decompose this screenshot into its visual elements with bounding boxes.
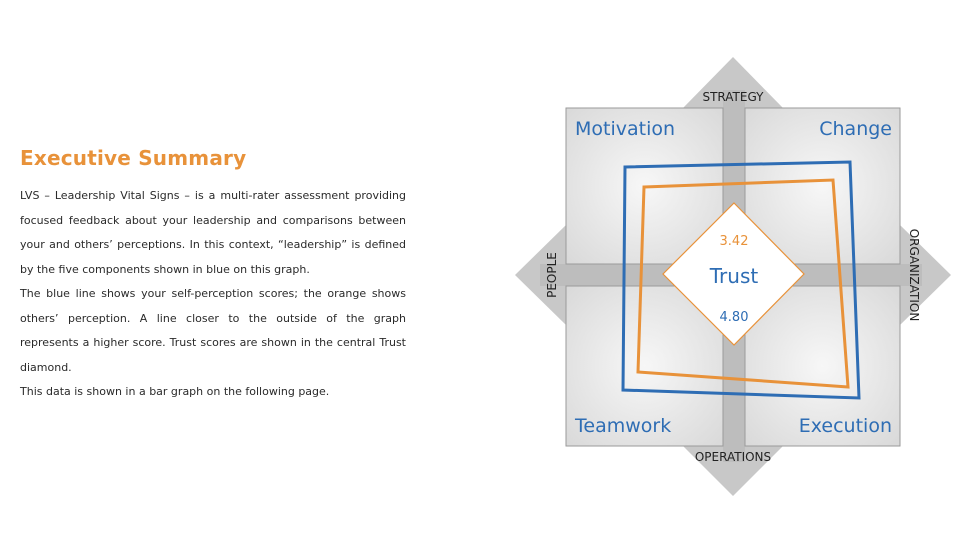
others-perception-line [636, 178, 850, 389]
motivation-label: Motivation [575, 118, 675, 140]
leadership-vital-signs-diagram: 3.42 Trust 4.80 Motivation Change Teamwo… [500, 50, 963, 506]
summary-title: Executive Summary [20, 146, 247, 170]
teamwork-label: Teamwork [574, 415, 671, 437]
strategy-arrow [683, 57, 783, 108]
summary-paragraph: The blue line shows your self-perception… [20, 287, 406, 374]
quadrant-change [744, 107, 901, 265]
self-perception-line [621, 160, 861, 400]
quadrant-teamwork [565, 285, 724, 447]
summary-paragraph: LVS – Leadership Vital Signs – is a mult… [20, 189, 406, 276]
trust-self-score: 4.80 [720, 310, 749, 325]
operations-arrow [683, 446, 783, 496]
people-label: PEOPLE [545, 252, 559, 298]
executive-summary: Executive Summary LVS – Leadership Vital… [20, 146, 406, 405]
trust-diamond [662, 202, 805, 346]
trust-label: Trust [709, 264, 759, 288]
summary-paragraph: This data is shown in a bar graph on the… [20, 385, 330, 398]
organization-arrow [900, 225, 951, 325]
operations-label: OPERATIONS [695, 450, 771, 464]
execution-label: Execution [799, 415, 892, 437]
lvs-graph: 3.42 Trust 4.80 Motivation Change Teamwo… [515, 57, 951, 496]
change-label: Change [819, 118, 892, 140]
organization-label: ORGANIZATION [907, 229, 921, 322]
trust-others-score: 3.42 [720, 234, 749, 249]
quadrant-execution [744, 285, 901, 447]
strategy-label: STRATEGY [702, 90, 764, 104]
